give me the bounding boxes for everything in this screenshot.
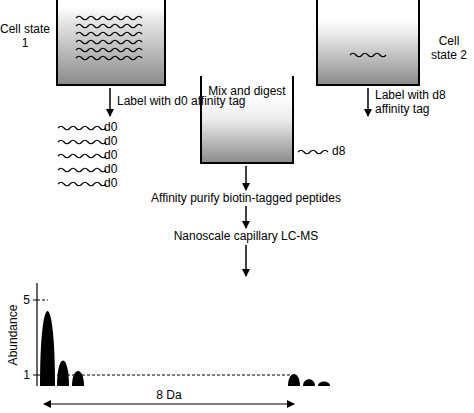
beaker: Cell state 1 bbox=[56, 0, 166, 86]
mass-shift-label: 8 Da bbox=[144, 388, 194, 402]
tag-label: d0 bbox=[104, 162, 128, 176]
step-label: Label with d0 affinity tag bbox=[117, 94, 287, 108]
tick bbox=[33, 300, 37, 301]
flow-arrow bbox=[367, 88, 369, 116]
flow-arrow bbox=[245, 245, 247, 276]
dashed-guide bbox=[37, 300, 48, 301]
step-label: Label with d8 affinity tag bbox=[375, 88, 474, 116]
node-heading: Cell state 1 bbox=[0, 22, 51, 50]
step-label: Nanoscale capillary LC-MS bbox=[146, 229, 346, 243]
peptide-wave bbox=[58, 140, 106, 144]
flow-arrow bbox=[245, 206, 247, 228]
peptide-wave bbox=[298, 150, 328, 154]
tag-label: d8 bbox=[332, 144, 356, 158]
flow-arrow bbox=[109, 88, 111, 116]
ms-peaks bbox=[40, 311, 330, 386]
beaker-outline bbox=[56, 0, 166, 86]
peptide-wave bbox=[58, 154, 106, 158]
beaker: Cell state 2 bbox=[316, 0, 420, 86]
tick bbox=[33, 375, 37, 376]
tick-label: 1 bbox=[18, 368, 30, 382]
step-label: Affinity purify biotin-tagged peptides bbox=[116, 191, 376, 205]
y-axis bbox=[36, 283, 37, 386]
peptide-wave bbox=[58, 168, 106, 172]
mass-shift-arrow bbox=[44, 403, 294, 404]
peptide-wave bbox=[58, 126, 106, 130]
node-heading: Cell state 2 bbox=[424, 34, 474, 62]
peptide-wave bbox=[58, 182, 106, 186]
beaker-outline bbox=[316, 0, 420, 86]
beaker: Mix and digest bbox=[200, 76, 294, 164]
axis-title: Abundance bbox=[6, 300, 20, 370]
flow-arrow bbox=[245, 166, 247, 190]
tag-label: d0 bbox=[104, 134, 128, 148]
tag-label: d0 bbox=[104, 176, 128, 190]
tag-label: d0 bbox=[104, 120, 128, 134]
tag-label: d0 bbox=[104, 148, 128, 162]
